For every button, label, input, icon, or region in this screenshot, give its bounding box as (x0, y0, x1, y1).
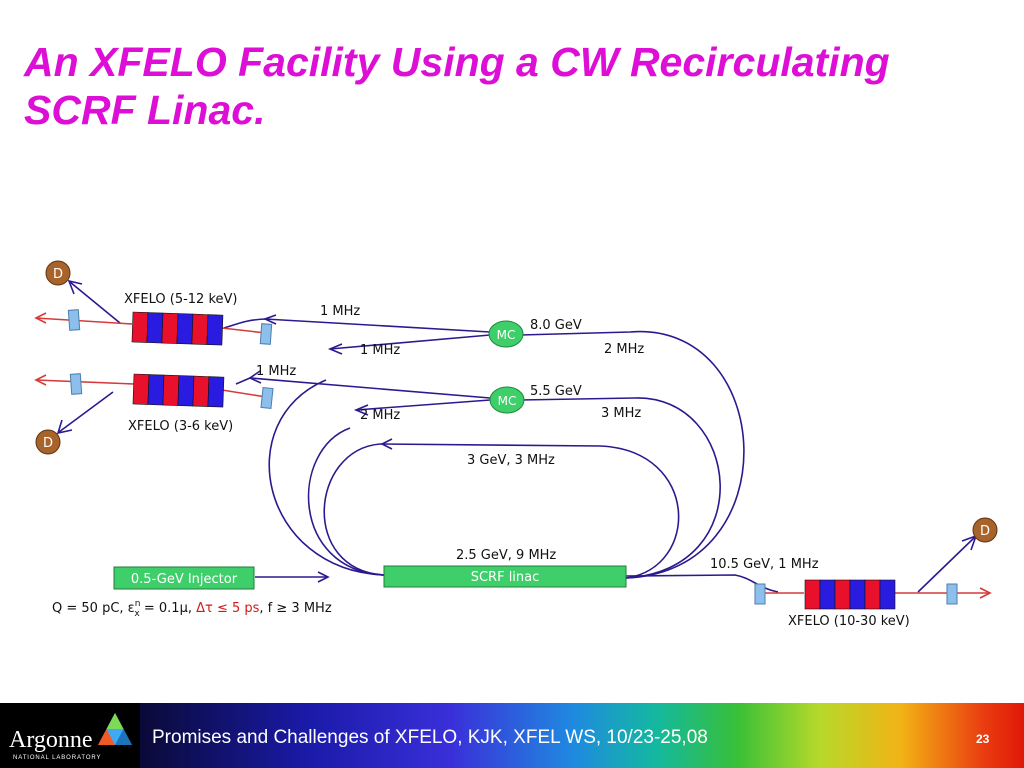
undulator-magnet-block (819, 579, 836, 610)
crystal-mirrors (67, 309, 958, 605)
arc-55gev-return (519, 397, 721, 579)
undulator-magnet-block (162, 374, 180, 406)
detector-right: D (972, 517, 998, 543)
arc-left-inner (323, 443, 385, 576)
argonne-logo: Argonne NATIONAL LABORATORY (0, 703, 140, 768)
undulator-magnet-block (849, 579, 866, 610)
feed-mid-undulator (235, 377, 490, 398)
arrow-3gev (380, 438, 393, 450)
mirror-right-right (946, 583, 958, 605)
injector: 0.5-GeV Injector (113, 566, 255, 590)
logo-subtitle: NATIONAL LABORATORY (13, 755, 102, 761)
mirror-top-right (259, 323, 273, 345)
footer-caption: Promises and Challenges of XFELO, KJK, X… (152, 727, 708, 748)
injector-label: 0.5-GeV Injector (131, 572, 238, 587)
undulator-right (804, 579, 896, 610)
slide-title-line-2: SCRF Linac. (24, 87, 266, 133)
arrow-injector-linac (317, 571, 330, 583)
linac-label: SCRF linac (471, 570, 540, 585)
mirror-top-left (67, 309, 81, 331)
undulator-magnet-block (177, 375, 195, 407)
argonne-triangle-icon (98, 713, 132, 745)
energy-label-25gev: 2.5 GeV, 9 MHz (456, 548, 556, 563)
undulator-magnet-block (834, 579, 851, 610)
undulator-top (131, 311, 224, 346)
undulator-magnet-block (176, 313, 194, 345)
page-number: 23 (976, 732, 990, 746)
optical-lines (34, 312, 992, 599)
mc-mid-to-left (355, 399, 491, 411)
logo-wordmark: Argonne (9, 727, 93, 753)
undulator-magnet-block (132, 373, 150, 405)
optical-arrow-top (34, 312, 47, 324)
linac-to-right-undulator (625, 574, 779, 593)
optical-line-mid (35, 379, 267, 398)
undulator-magnet-block (879, 579, 896, 610)
arrow-mc-mid-left (353, 404, 369, 416)
arc-8gev-return (519, 331, 745, 579)
freq-label-1mhz-mid: 1 MHz (256, 364, 296, 379)
beam-transport-lines (58, 281, 977, 593)
freq-label-3mhz-right: 3 MHz (601, 406, 641, 421)
energy-label-8gev: 8.0 GeV (530, 318, 582, 333)
arc-left-middle (307, 427, 385, 576)
undulator-magnet-block (147, 374, 165, 406)
to-detector-mid (58, 391, 114, 433)
undulator-magnet-block (207, 376, 225, 408)
mc-label-top: MC (497, 328, 516, 342)
undulator-magnet-block (191, 313, 209, 345)
freq-label-1mhz-left: 1 MHz (360, 343, 400, 358)
arc-left-outer (268, 379, 385, 576)
optical-line-top (35, 317, 267, 334)
xfelo-mid-label: XFELO (3-6 keV) (128, 419, 233, 434)
optical-arrow-mid (34, 374, 47, 386)
mirror-mid-left (69, 373, 83, 395)
arc-3gev-return (379, 443, 680, 579)
arrow-detector-top (67, 279, 83, 295)
freq-label-1mhz-top: 1 MHz (320, 304, 360, 319)
slide-footer: Argonne NATIONAL LABORATORY Promises and… (0, 703, 1024, 768)
undulator-magnet-block (206, 314, 224, 346)
xfelo-right-label: XFELO (10-30 keV) (788, 614, 910, 629)
arrow-mc-top-left (327, 343, 343, 355)
detector-top-label: D (53, 267, 63, 282)
detector-middle: D (35, 429, 61, 455)
detector-mid-label: D (43, 436, 53, 451)
detector-top: D (45, 260, 71, 286)
merger-chicane-55gev: MC (489, 386, 525, 414)
mirror-mid-right (260, 386, 274, 410)
undulator-magnet-block (192, 375, 210, 407)
undulator-magnet-block (146, 312, 164, 344)
xfelo-top-label: XFELO (5-12 keV) (124, 292, 237, 307)
undulator-middle (132, 373, 225, 408)
merger-chicane-8gev: MC (488, 320, 524, 348)
undulator-magnet-block (161, 312, 179, 344)
energy-label-55gev: 5.5 GeV (530, 384, 582, 399)
to-detector-top (69, 281, 121, 324)
energy-label-105gev: 10.5 GeV, 1 MHz (710, 557, 819, 572)
scrf-linac: SCRF linac (383, 565, 627, 588)
detector-right-label: D (980, 524, 990, 539)
slide-title: An XFELO Facility Using a CW Recirculati… (24, 38, 1004, 134)
arrow-mid-feed (248, 370, 262, 384)
optical-arrow-right (979, 587, 992, 599)
to-detector-right (917, 535, 977, 593)
mc-top-to-left (329, 334, 491, 350)
undulator-magnet-block (864, 579, 881, 610)
arrow-detector-mid (56, 419, 73, 435)
freq-label-2mhz-left: 2 MHz (360, 408, 400, 423)
xfelo-facility-diagram: MC MC D D D 0.5-GeV Injector SCRF linac … (34, 260, 998, 629)
arrow-top-feed (262, 314, 277, 325)
undulator-magnet-block (804, 579, 821, 610)
undulator-magnet-block (131, 311, 149, 343)
slide-title-line-1: An XFELO Facility Using a CW Recirculati… (24, 39, 890, 85)
mc-label-mid: MC (498, 394, 517, 408)
freq-label-2mhz-right: 2 MHz (604, 342, 644, 357)
mirror-right-left (754, 583, 766, 605)
energy-label-3gev: 3 GeV, 3 MHz (467, 453, 555, 468)
